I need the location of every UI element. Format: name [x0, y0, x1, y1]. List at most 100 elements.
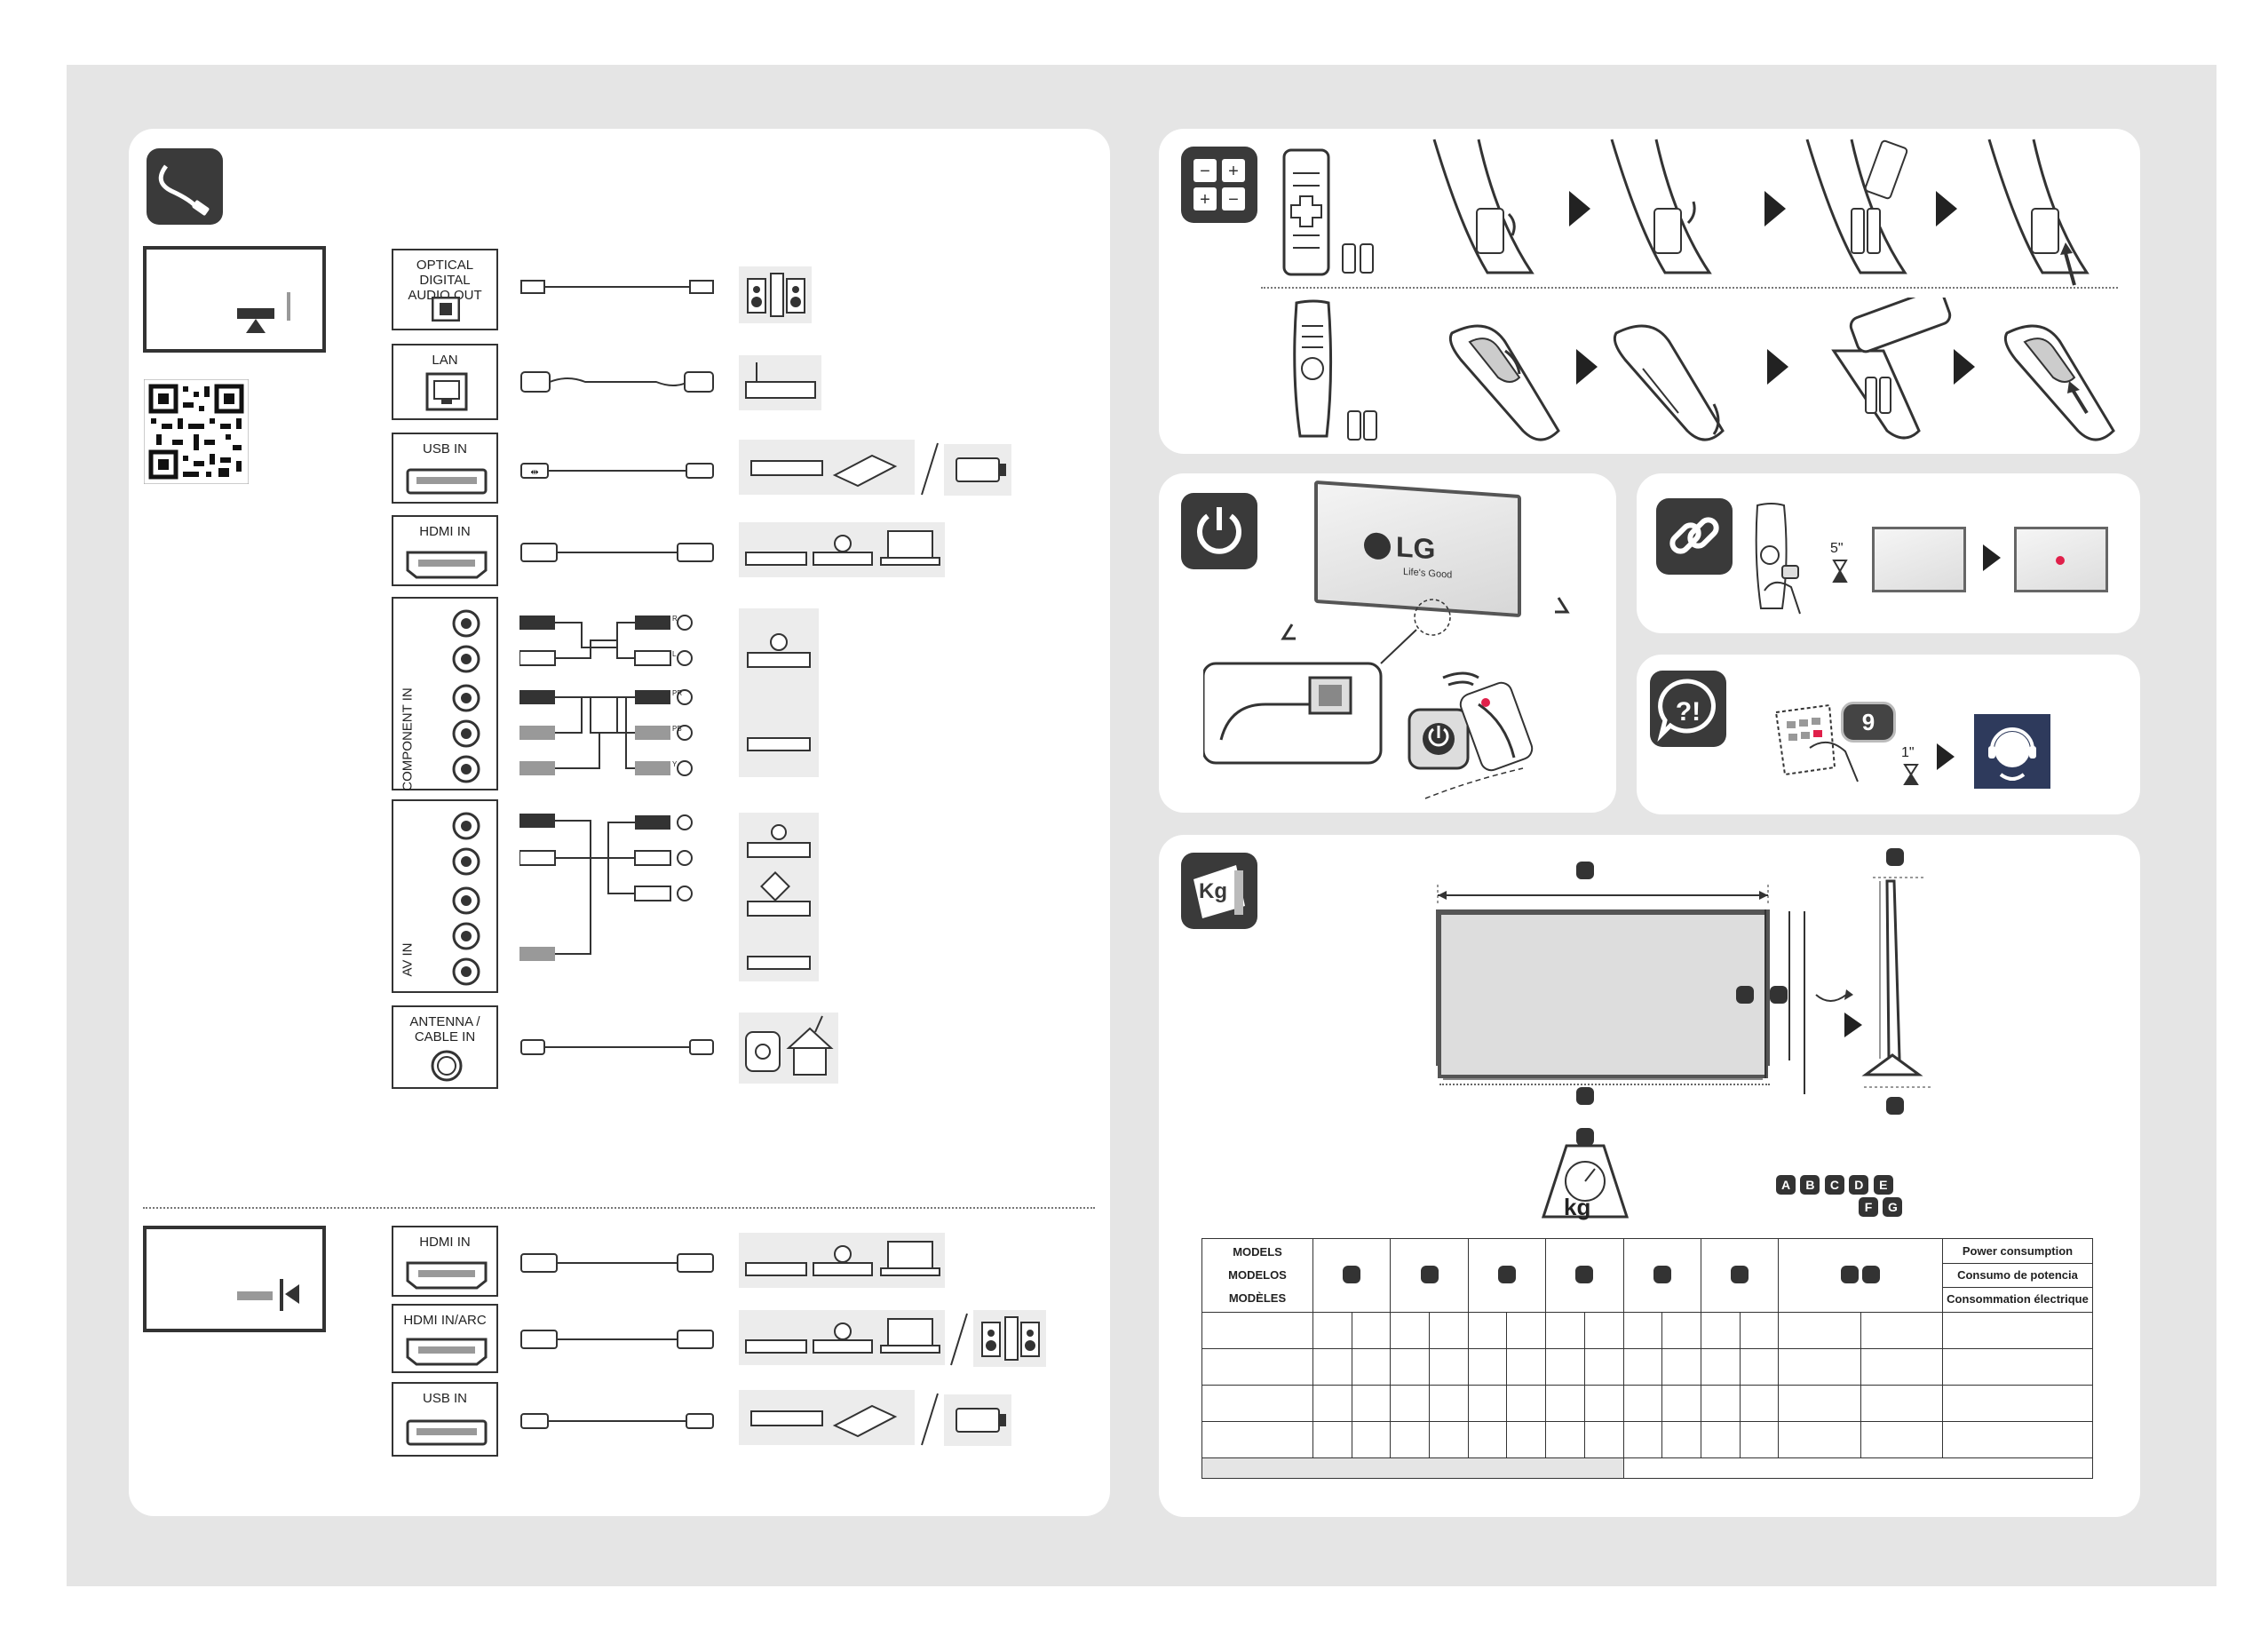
- optical-cable: [520, 280, 714, 294]
- tv-side-profile: [1861, 877, 1931, 1088]
- side-port-usb-label: USB IN: [422, 1391, 467, 1406]
- spec-row: [1201, 1312, 2093, 1349]
- arrow-left-icon: [285, 1284, 299, 1304]
- step-arrow-icon: [1937, 743, 1955, 770]
- dim-arrow-base: [1439, 1084, 1770, 1085]
- remote-step-4: [1987, 139, 2090, 286]
- battery-icon: −++−: [1193, 159, 1245, 210]
- usb-stick-icon: [956, 457, 1006, 482]
- help-icon: ?!: [1657, 679, 1717, 743]
- col-f: [1700, 1238, 1780, 1313]
- models-header: MODELS MODELOS MODÈLES: [1201, 1238, 1313, 1313]
- standard-remote-icon: [1282, 148, 1374, 276]
- power-panel: LG Life's Good: [1159, 473, 1616, 813]
- letter-g: G: [1883, 1197, 1903, 1217]
- port-location-line: [287, 292, 290, 321]
- lg-logo: LG: [1364, 528, 1435, 567]
- component-jacks: [452, 609, 480, 783]
- letter-row-2: F G: [1859, 1197, 1909, 1217]
- remote-step-2: [1610, 139, 1712, 274]
- side-port-hdmi-label: HDMI IN: [419, 1235, 471, 1250]
- svg-text:−: −: [1200, 162, 1210, 181]
- step-arrow-icon: [1767, 349, 1788, 385]
- pairing-tv-before: [1872, 527, 1966, 592]
- battery-panel: −++−: [1159, 129, 2140, 454]
- section-divider: [143, 1207, 1095, 1209]
- help-badge: ?!: [1650, 671, 1726, 747]
- component-devices: [739, 608, 819, 777]
- port-component: COMPONENT IN: [392, 597, 498, 791]
- col-a: [1312, 1238, 1392, 1313]
- power-badge: [1181, 493, 1257, 569]
- usb-port-icon: [406, 468, 488, 495]
- port-lan: LAN: [392, 344, 498, 420]
- tv-front-dimensions-frame: [1438, 911, 1768, 1078]
- side-port-line: [280, 1279, 283, 1311]
- hdmi-port-icon: [406, 551, 488, 579]
- av-jacks: [452, 812, 480, 986]
- antenna-cable: [520, 1039, 714, 1055]
- port-antenna-label: ANTENNA / CABLE IN: [409, 1014, 480, 1044]
- rotate-icon: [1815, 989, 1862, 1037]
- port-usb: USB IN: [392, 433, 498, 504]
- arc-speaker-icon: [981, 1316, 1040, 1361]
- arc-speaker-device: [973, 1310, 1046, 1367]
- magic-remote-icon: [1293, 299, 1377, 441]
- hourglass-icon: [1903, 764, 1919, 785]
- player-icons: [747, 633, 811, 751]
- divider-slash: [921, 442, 939, 496]
- port-component-label: COMPONENT IN: [400, 687, 416, 791]
- svg-text:+: +: [1228, 162, 1239, 181]
- side-port-hdmi: HDMI IN: [392, 1226, 498, 1297]
- router-icon: [745, 362, 816, 399]
- port-optical-label: OPTICAL DIGITAL AUDIO OUT: [408, 258, 482, 303]
- dim-marker-g: [1576, 1128, 1594, 1146]
- letter-a: A: [1776, 1175, 1796, 1195]
- hdd-icon: [750, 454, 898, 488]
- divider-slash: [950, 1313, 968, 1366]
- magic-remote-step-2: [1613, 324, 1725, 441]
- col-b: [1390, 1238, 1469, 1313]
- magic-remote-step-4: [2003, 324, 2115, 441]
- step-arrow-icon: [1954, 349, 1975, 385]
- letter-c: C: [1824, 1175, 1844, 1195]
- speaker-icon: [747, 273, 805, 317]
- remote-step-1: [1432, 139, 1534, 274]
- dim-arrow-depth: [1764, 909, 1770, 1078]
- pairing-panel: 5": [1637, 473, 2140, 633]
- support-panel: ?! 9 1": [1637, 655, 2140, 814]
- side-port-bar: [237, 1291, 273, 1300]
- dim-marker-b: [1736, 986, 1754, 1004]
- dim-marker-a: [1576, 862, 1594, 879]
- player-laptop-icons: [745, 530, 940, 566]
- port-usb-label: USB IN: [422, 441, 467, 457]
- cable-icon: [158, 164, 210, 216]
- port-lan-label: LAN: [432, 353, 458, 368]
- speaker-device: [739, 266, 812, 323]
- spec-table: MODELS MODELOS MODÈLES Power consumption…: [1201, 1238, 2093, 1479]
- support-agent: [1974, 714, 2050, 789]
- hdmi-source-devices: [739, 522, 945, 577]
- weight-unit: kg: [1564, 1194, 1591, 1220]
- svg-text:⇹: ⇹: [530, 466, 538, 478]
- letter-e: E: [1873, 1175, 1893, 1195]
- side-port-hdmi-arc: HDMI IN/ARC: [392, 1304, 498, 1373]
- side-hdmi-port-icon: [406, 1261, 488, 1290]
- spec-header-row: MODELS MODELOS MODÈLES Power consumption…: [1201, 1238, 2093, 1313]
- side-port-hdmi-arc-label: HDMI IN/ARC: [403, 1313, 487, 1328]
- support-key-label: 9: [1861, 709, 1875, 735]
- connections-panel: OPTICAL DIGITAL AUDIO OUT LAN USB IN ⇹ H…: [129, 129, 1110, 1516]
- link-badge: [1656, 498, 1733, 575]
- power-detail-callout: [1203, 597, 1570, 799]
- port-hdmi-label: HDMI IN: [419, 524, 471, 539]
- side-port-usb: USB IN: [392, 1382, 498, 1457]
- link-icon: [1669, 517, 1719, 554]
- spec-row: [1201, 1385, 2093, 1422]
- side-arc-devices: [739, 1310, 945, 1365]
- dim-marker-e: [1886, 1097, 1904, 1115]
- side-player-laptop-icons: [745, 1241, 940, 1276]
- spec-row: [1201, 1421, 2093, 1458]
- col-g: [1778, 1238, 1943, 1313]
- magic-remote-step-1: [1448, 324, 1560, 441]
- side-usb-stick: [944, 1394, 1011, 1446]
